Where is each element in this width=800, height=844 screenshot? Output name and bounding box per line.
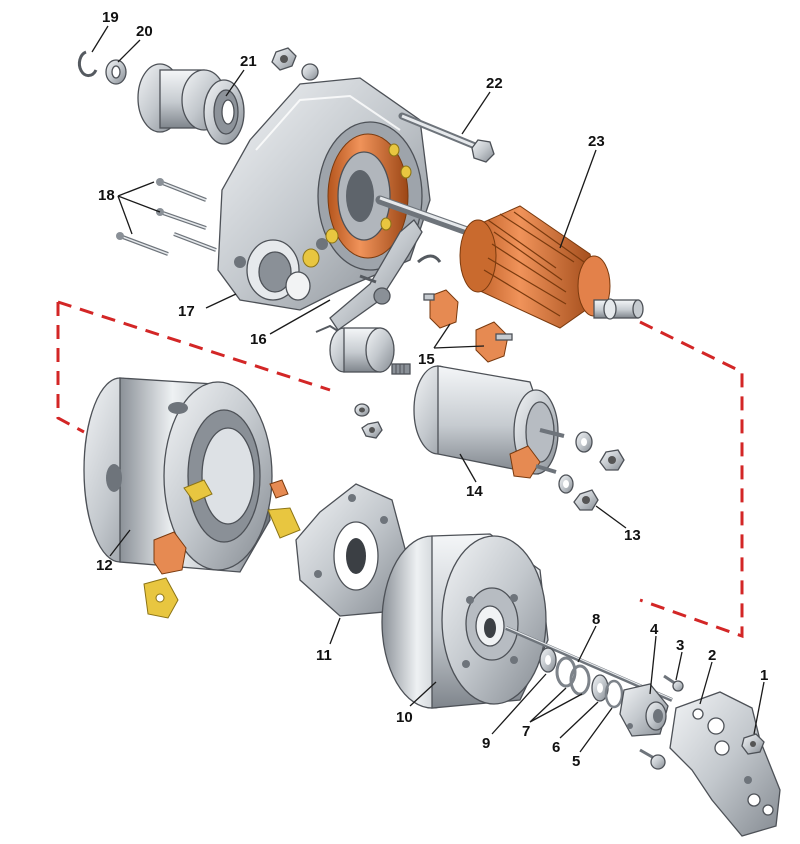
callout-16: 16 (250, 331, 267, 348)
callout-11: 11 (316, 647, 332, 664)
part-1-nut (741, 733, 765, 755)
part-16-shift-lever (329, 219, 442, 331)
callout-19: 19 (102, 9, 119, 26)
callout-14: 14 (466, 483, 483, 500)
part-22-through-bolt (398, 112, 495, 163)
part-18-studs (116, 178, 217, 256)
callout-4: 4 (650, 621, 659, 638)
part-12-yoke-housing (83, 377, 301, 619)
part-23-armature (375, 195, 644, 329)
dashed-boundary (639, 320, 744, 639)
part-10-end-cover (381, 533, 549, 709)
part-19-retaining-ring (77, 50, 98, 78)
part-17-drive-end-housing (217, 77, 431, 311)
part-nuts-top (271, 47, 319, 81)
callout-12: 12 (96, 557, 113, 574)
callout-6: 6 (552, 739, 560, 756)
callout-8: 8 (592, 611, 600, 628)
part-14-solenoid (413, 365, 565, 479)
callout-21: 21 (240, 53, 257, 70)
callout-13: 13 (624, 527, 641, 544)
part-2-mounting-bracket (669, 691, 781, 837)
part-solenoid-plunger (315, 324, 411, 375)
dashed-boundary-top (57, 300, 331, 392)
leader-lines (91, 25, 765, 753)
callout-7: 7 (522, 723, 530, 740)
callout-15: 15 (418, 351, 435, 368)
part-15-brushes (423, 289, 513, 363)
callout-5: 5 (572, 753, 580, 770)
callout-23: 23 (588, 133, 605, 150)
part-7-washers (555, 656, 591, 696)
part-small-nuts (354, 403, 383, 439)
part-21-drive-pinion (137, 63, 245, 145)
callout-20: 20 (136, 23, 153, 40)
part-11-brush-plate (295, 483, 409, 617)
part-terminal-hardware (558, 431, 625, 511)
part-6-spacer (591, 674, 609, 702)
callout-2: 2 (708, 647, 716, 664)
part-20-washer (105, 59, 127, 85)
callout-1: 1 (760, 667, 768, 684)
callout-10: 10 (396, 709, 413, 726)
callout-18: 18 (98, 187, 115, 204)
callout-17: 17 (178, 303, 195, 320)
part-3-screws (639, 674, 684, 770)
dashed-boundary-left (56, 302, 85, 434)
callout-22: 22 (486, 75, 503, 92)
part-9-washer (539, 647, 557, 673)
part-5-seal-ring (604, 679, 624, 709)
callout-9: 9 (482, 735, 490, 752)
part-4-bearing-cap (619, 683, 669, 737)
callout-labels: 19 20 21 22 23 18 17 16 15 14 13 12 11 1… (96, 9, 768, 770)
callout-3: 3 (676, 637, 684, 654)
